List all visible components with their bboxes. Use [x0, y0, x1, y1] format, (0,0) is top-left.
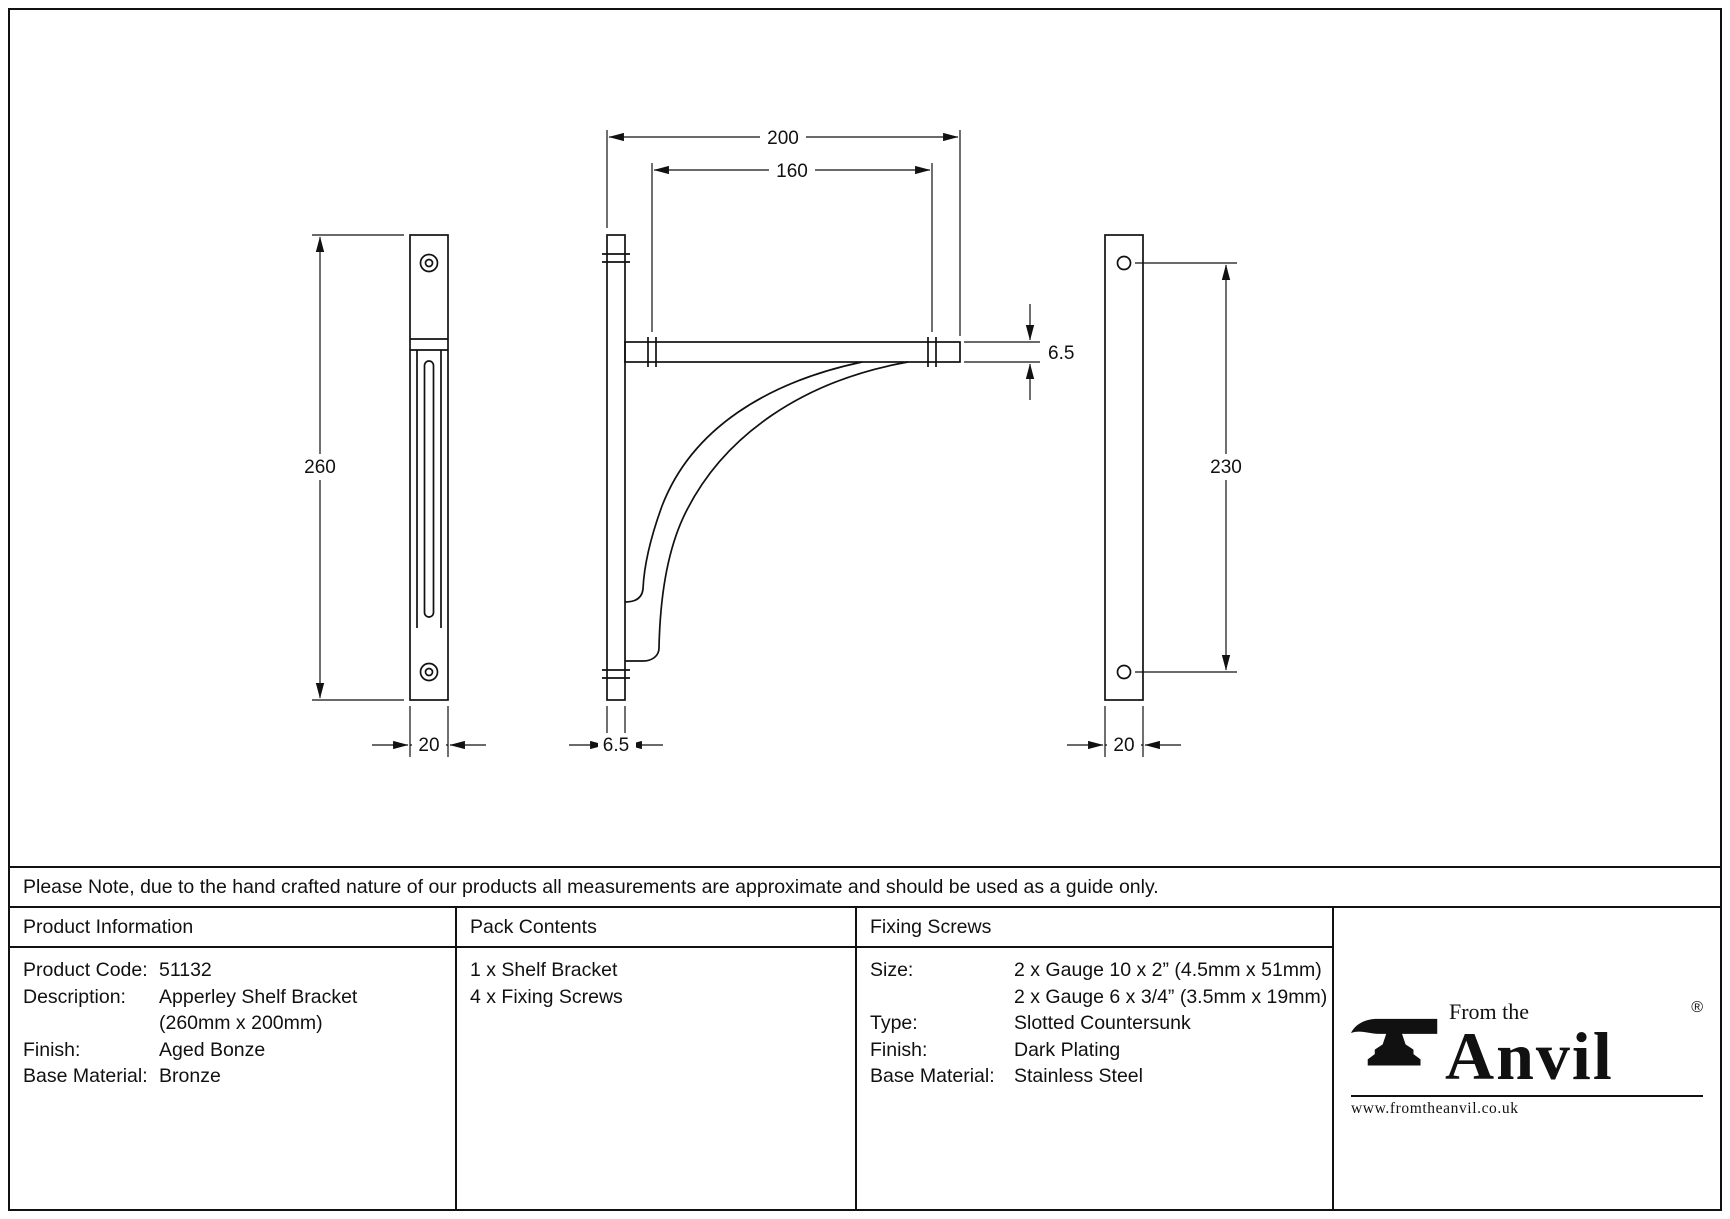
dim-side-depth: 200 — [760, 125, 806, 149]
dim-front-height: 260 — [298, 454, 342, 480]
brace-outer-curve — [624, 361, 863, 603]
brand-cell: ® From the Anvil www.fromtheanvil.co.uk — [1332, 908, 1720, 1209]
svg-text:6.5: 6.5 — [1048, 343, 1074, 364]
logo-divider — [1351, 1095, 1703, 1098]
svg-text:20: 20 — [418, 735, 439, 756]
row-label: Size: — [870, 959, 914, 981]
list-item: 4 x Fixing Screws — [470, 985, 623, 1008]
spec-table: Product Information Pack Contents Fixing… — [10, 908, 1720, 1209]
fixing-screws-rows: Size: 2 x Gauge 10 x 2” (4.5mm x 51mm) 2… — [870, 957, 1327, 1090]
pack-contents-cell: 1 x Shelf Bracket 4 x Fixing Screws — [455, 948, 855, 1209]
dim-side-plate-thickness: 6.5 — [598, 733, 636, 757]
row-label: Description: — [23, 985, 126, 1008]
product-info-rows: Product Code: 51132 Description: Apperle… — [23, 957, 442, 1090]
row-value: 2 x Gauge 6 x 3/4” (3.5mm x 19mm) — [1014, 985, 1328, 1008]
dimension-labels: 260 20 200 160 6.5 6.5 230 20 — [298, 125, 1248, 757]
row-value: 2 x Gauge 10 x 2” (4.5mm x 51mm) — [1014, 959, 1322, 981]
disclaimer-text: Please Note, due to the hand crafted nat… — [23, 875, 1159, 898]
disclaimer-note: Please Note, due to the hand crafted nat… — [10, 866, 1720, 908]
pack-contents-list: 1 x Shelf Bracket 4 x Fixing Screws — [470, 957, 842, 1010]
brand-tagline: From the — [1449, 998, 1530, 1024]
technical-drawing: 260 20 200 160 6.5 6.5 230 20 — [298, 125, 1248, 757]
row-value: Slotted Countersunk — [1014, 1012, 1191, 1034]
row-value: Aged Bonze — [159, 1038, 266, 1061]
anvil-icon — [1351, 1018, 1438, 1066]
row-value: Dark Plating — [1014, 1038, 1121, 1061]
registered-mark: ® — [1691, 998, 1703, 1016]
dim-back-hole-spacing: 230 — [1204, 454, 1248, 480]
svg-text:200: 200 — [767, 128, 799, 149]
row-label: Product Code: — [23, 959, 148, 981]
svg-text:160: 160 — [776, 161, 808, 182]
back-view — [1104, 234, 1144, 701]
fixing-screws-header: Fixing Screws — [855, 908, 1332, 948]
svg-text:230: 230 — [1210, 457, 1242, 478]
pack-contents-header: Pack Contents — [455, 908, 855, 948]
product-information-cell: Product Code: 51132 Description: Apperle… — [10, 948, 455, 1209]
svg-text:6.5: 6.5 — [603, 735, 629, 756]
row-label: Base Material: — [870, 1065, 995, 1087]
svg-text:260: 260 — [304, 457, 336, 478]
row-label — [870, 984, 1014, 1011]
side-view — [602, 234, 961, 701]
row-label: Finish: — [23, 1038, 81, 1061]
product-information-header: Product Information — [10, 908, 455, 948]
fixing-screws-cell: Size: 2 x Gauge 10 x 2” (4.5mm x 51mm) 2… — [855, 948, 1332, 1209]
brand-logo: ® From the Anvil www.fromtheanvil.co.uk — [1351, 999, 1703, 1119]
list-item: 1 x Shelf Bracket — [470, 959, 618, 981]
info-panel: Please Note, due to the hand crafted nat… — [10, 866, 1720, 1209]
row-value: (260mm x 200mm) — [159, 1012, 323, 1034]
dim-front-width: 20 — [412, 733, 446, 757]
row-value: 51132 — [159, 959, 212, 981]
front-view — [409, 234, 449, 701]
brace-inner-curve — [625, 361, 909, 662]
row-label: Finish: — [870, 1038, 928, 1061]
row-value: Stainless Steel — [1014, 1065, 1143, 1087]
brand-name: Anvil — [1445, 1017, 1614, 1094]
dim-back-width: 20 — [1107, 733, 1141, 757]
row-label: Base Material: — [23, 1065, 148, 1087]
dim-side-hole-spacing: 160 — [769, 158, 815, 182]
row-label — [23, 1010, 159, 1037]
dimension-lines — [312, 130, 1237, 757]
svg-text:20: 20 — [1113, 735, 1134, 756]
dim-side-arm-thickness: 6.5 — [1048, 343, 1074, 364]
row-value: Bronze — [159, 1065, 221, 1087]
brand-website: www.fromtheanvil.co.uk — [1351, 1100, 1519, 1118]
row-value: Apperley Shelf Bracket — [159, 985, 358, 1008]
row-label: Type: — [870, 1012, 918, 1034]
